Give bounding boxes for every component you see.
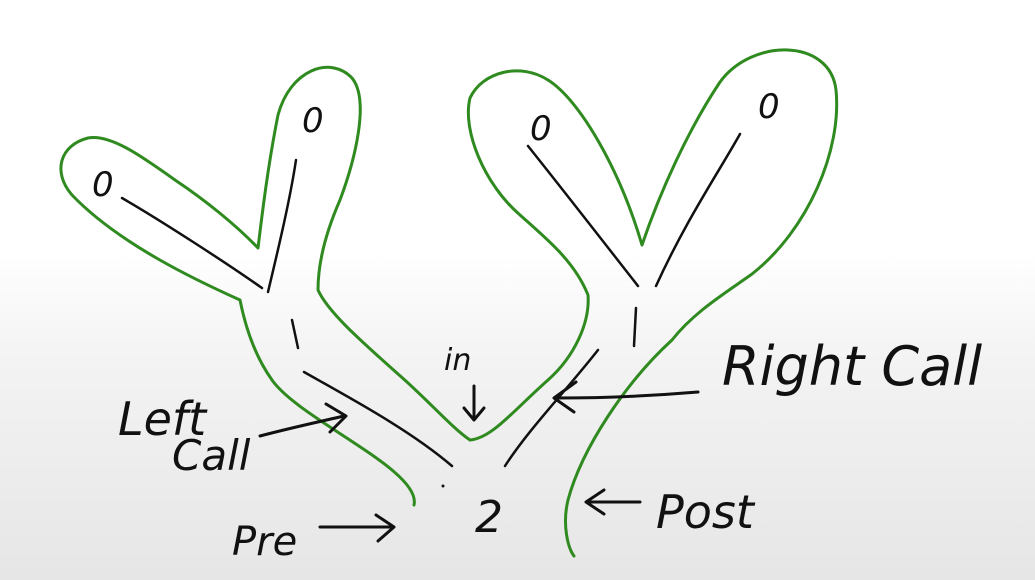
post-arrow xyxy=(584,488,642,516)
edge-left-leaf-b xyxy=(266,158,298,294)
pre-arrow xyxy=(318,513,396,543)
edge-right-leaf-a xyxy=(526,144,640,288)
pre-label: Pre xyxy=(232,519,297,565)
edge-left-child-tick xyxy=(290,318,300,350)
right-call-arrow xyxy=(552,380,700,414)
in-label: in xyxy=(444,343,471,378)
left-call-arrow xyxy=(258,402,348,438)
edge-left-leaf-a xyxy=(120,196,264,290)
root-dot xyxy=(441,484,445,488)
leaf-value-4: 0 xyxy=(758,87,780,127)
left-call-label-line2: Call xyxy=(172,431,251,480)
left-call-label-line1: Left xyxy=(118,392,208,446)
in-arrow xyxy=(462,384,486,422)
edge-right-child-tick xyxy=(632,306,638,348)
euler-outline-right xyxy=(466,48,839,558)
post-label: Post xyxy=(656,485,756,539)
leaf-value-3: 0 xyxy=(530,109,552,149)
euler-outline-left xyxy=(59,65,472,507)
edge-root-left xyxy=(302,370,454,468)
leaf-value-1: 0 xyxy=(92,165,114,205)
leaf-value-2: 0 xyxy=(302,101,324,141)
right-call-label: Right Call xyxy=(722,335,982,398)
edge-root-right xyxy=(503,348,600,468)
root-value: 2 xyxy=(475,492,503,543)
edge-right-leaf-b xyxy=(654,132,742,288)
